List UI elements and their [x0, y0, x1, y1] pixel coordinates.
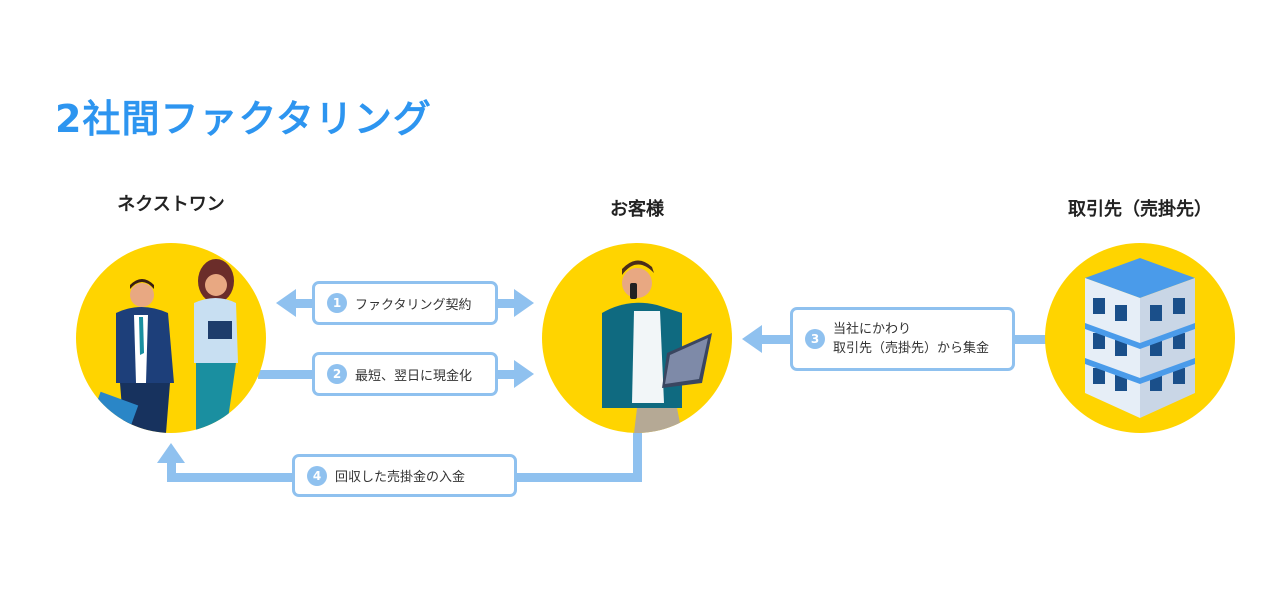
party-label-nextone: ネクストワン [117, 194, 225, 215]
step-4-box: 4 回収した売掛金の入金 [292, 454, 517, 497]
party-label-client: 取引先（売掛先） [1068, 199, 1212, 220]
arrow-2-head [514, 360, 534, 388]
arrow-1-head-right [514, 289, 534, 317]
arrow-3-head [742, 325, 762, 353]
step-4-number: 4 [307, 465, 327, 486]
arrow-4-down [633, 428, 642, 482]
page-title: 2社間ファクタリング [55, 97, 432, 141]
step-3-text-line1: 当社にかわり [833, 322, 912, 337]
party-label-customer: お客様 [610, 199, 664, 220]
step-1-number: 1 [327, 293, 347, 313]
arrow-4-head [157, 443, 185, 463]
building-icon [1085, 258, 1195, 418]
step-2-text: 最短、翌日に現金化 [355, 368, 473, 384]
business-people-illustration [93, 259, 238, 433]
nextone-circle [76, 243, 266, 433]
arrow-1-head-left [276, 289, 296, 317]
step-3-box: 3 当社にかわり 取引先（売掛先）から集金 [790, 307, 1015, 371]
step-3-text-line2: 取引先（売掛先）から集金 [833, 341, 990, 356]
customer-circle [542, 243, 732, 433]
step-2-box: 2 最短、翌日に現金化 [312, 352, 498, 396]
step-1-box: 1 ファクタリング契約 [312, 281, 498, 325]
step-1-text: ファクタリング契約 [355, 297, 472, 313]
step-3-number: 3 [805, 329, 825, 349]
client-circle [1045, 243, 1235, 433]
customer-illustration [602, 260, 712, 433]
step-2-number: 2 [327, 364, 347, 384]
step-4-text: 回収した売掛金の入金 [335, 470, 466, 485]
